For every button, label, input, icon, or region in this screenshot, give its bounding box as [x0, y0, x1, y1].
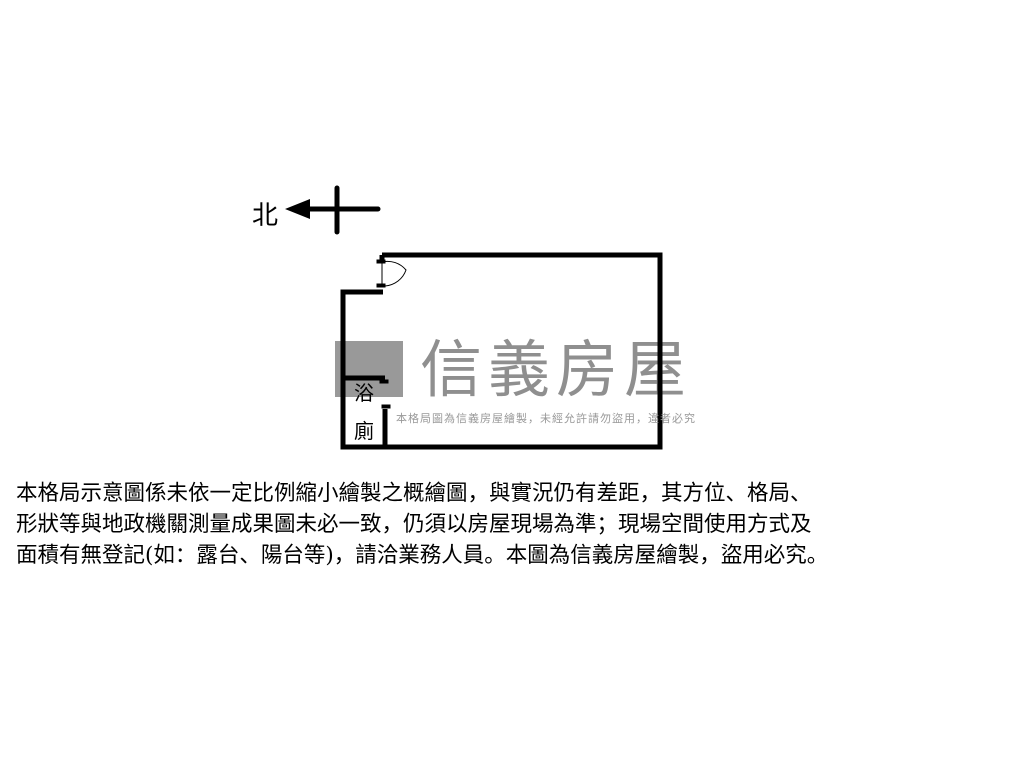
watermark-logo-icon [335, 341, 403, 397]
north-label: 北 [252, 201, 279, 231]
disclaimer-caption: 本格局示意圖係未依一定比例縮小繪製之概繪圖，與實況仍有差距，其方位、格局、 形狀… [16, 478, 1016, 571]
watermark-brand: 信義房屋 [420, 333, 693, 406]
watermark-notice: 本格局圖為信義房屋繪製，未經允許請勿盜用，違者必究 [396, 412, 696, 425]
room-label-bath: 浴 [354, 381, 374, 405]
door-icon [376, 259, 407, 409]
caption-line: 面積有無登記(如：露台、陽台等)，請洽業務人員。本圖為信義房屋繪製，盜用必究。 [16, 543, 829, 568]
caption-line: 本格局示意圖係未依一定比例縮小繪製之概繪圖，與實況仍有差距，其方位、格局、 [16, 481, 812, 506]
room-label-toilet: 廁 [354, 419, 374, 443]
caption-line: 形狀等與地政機關測量成果圖未必一致，仍須以房屋現場為準；現場空間使用方式及 [16, 512, 812, 537]
north-arrow-icon [285, 185, 381, 235]
